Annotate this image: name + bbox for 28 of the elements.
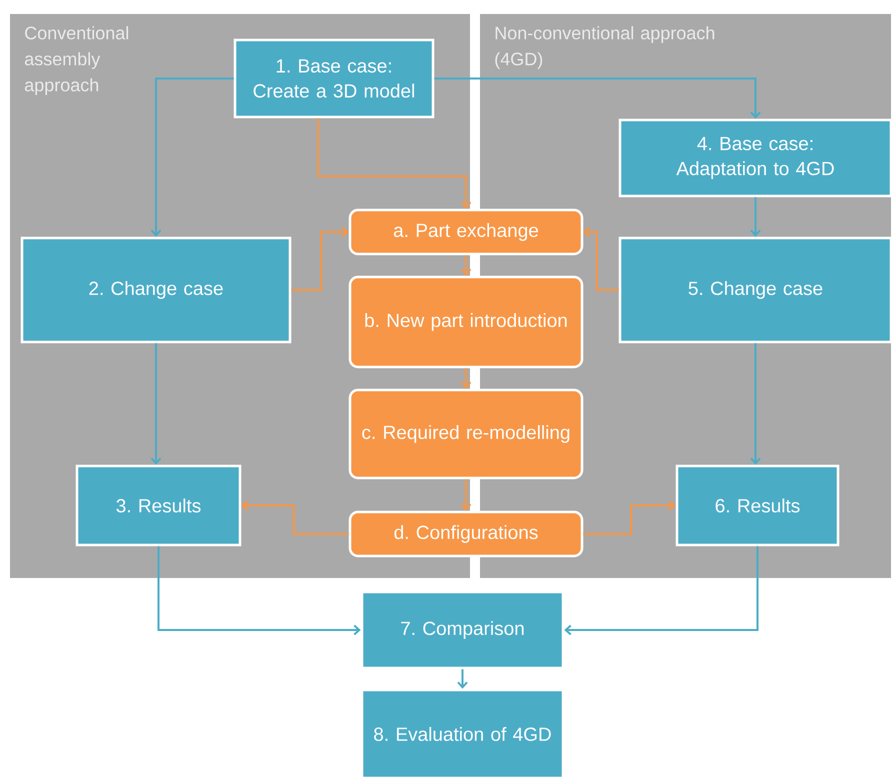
process-box: 5. Change case xyxy=(618,236,892,344)
step-box: b. New part introduction xyxy=(348,276,584,368)
process-box: 2. Change case xyxy=(20,236,292,344)
arrow xyxy=(460,368,472,389)
arrow xyxy=(317,118,472,209)
arrow xyxy=(291,226,349,291)
process-box: 7. Comparison xyxy=(360,590,564,670)
arrow xyxy=(583,226,619,291)
arrow xyxy=(460,255,472,276)
arrow xyxy=(457,669,468,689)
step-box: d. Configurations xyxy=(348,510,584,558)
arrow xyxy=(434,78,761,119)
arrow xyxy=(150,343,162,465)
process-box: 4. Base case: Adaptation to 4GD xyxy=(618,118,892,198)
arrow xyxy=(564,546,759,636)
process-box: 8. Evaluation of 4GD xyxy=(360,688,564,780)
arrow xyxy=(150,78,234,237)
process-box: 3. Results xyxy=(76,464,242,546)
process-box: 6. Results xyxy=(676,464,840,546)
arrow xyxy=(583,500,676,535)
arrow xyxy=(460,479,472,511)
arrow xyxy=(241,500,349,535)
arrow xyxy=(750,197,761,237)
arrow xyxy=(750,343,761,465)
step-box: c. Required re-modelling xyxy=(348,388,584,480)
step-box: a. Part exchange xyxy=(348,208,584,256)
arrow xyxy=(158,546,361,636)
process-box: 1. Base case: Create a 3D model xyxy=(234,38,434,118)
